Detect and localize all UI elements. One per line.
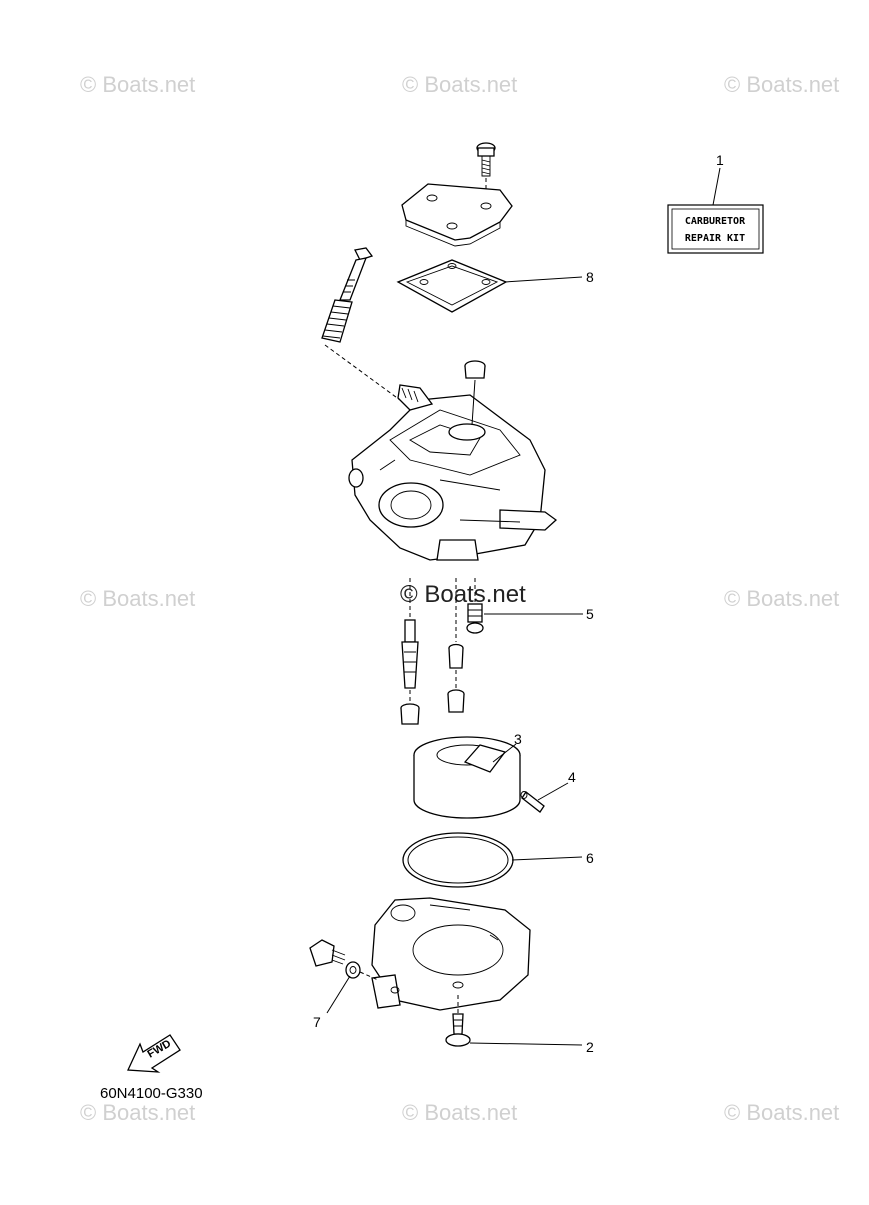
callout-6: 6 bbox=[586, 850, 594, 866]
part-1-repair-kit[interactable]: CARBURETOR REPAIR KIT bbox=[667, 167, 764, 254]
watermark-mid-right: © Boats.net bbox=[724, 586, 839, 611]
watermark-top-left: © Boats.net bbox=[80, 72, 195, 97]
callout-2: 2 bbox=[586, 1039, 594, 1055]
fwd-arrow-icon: FWD bbox=[127, 1034, 181, 1073]
part-7-drain-screw[interactable] bbox=[309, 939, 379, 1014]
repair-kit-line1: CARBURETOR bbox=[685, 216, 746, 227]
watermark-bottom-left: © Boats.net bbox=[80, 1100, 195, 1125]
part-6-o-ring[interactable] bbox=[402, 832, 583, 888]
part-3-float[interactable] bbox=[413, 736, 521, 819]
callout-numbers: 1 8 5 3 4 6 7 2 bbox=[313, 152, 724, 1055]
watermarks: © Boats.net © Boats.net © Boats.net © Bo… bbox=[80, 72, 839, 1125]
callout-3: 3 bbox=[514, 731, 522, 747]
mixture-screw bbox=[321, 247, 401, 401]
watermark-bottom-center: © Boats.net bbox=[402, 1100, 517, 1125]
watermark-bottom-right: © Boats.net bbox=[724, 1100, 839, 1125]
part-5-main-jet[interactable] bbox=[466, 603, 583, 634]
pilot-jet bbox=[447, 643, 465, 713]
part-4-float-pin[interactable] bbox=[520, 782, 569, 813]
part-8-gasket[interactable] bbox=[396, 259, 583, 313]
part-2-chamber-screw[interactable] bbox=[445, 995, 583, 1047]
plug bbox=[464, 360, 486, 426]
callout-1: 1 bbox=[716, 152, 724, 168]
watermark-top-right: © Boats.net bbox=[724, 72, 839, 97]
diagram-code: 60N4100-G330 bbox=[100, 1085, 203, 1102]
carburetor-body bbox=[348, 384, 558, 561]
callout-8: 8 bbox=[586, 269, 594, 285]
alignment-lines bbox=[409, 578, 476, 642]
main-nozzle bbox=[400, 619, 420, 725]
watermark-center: © Boats.net bbox=[400, 581, 526, 608]
repair-kit-line2: REPAIR KIT bbox=[685, 233, 745, 244]
callout-5: 5 bbox=[586, 606, 594, 622]
callout-7: 7 bbox=[313, 1014, 321, 1030]
cover-plate bbox=[401, 183, 513, 247]
float-chamber bbox=[371, 897, 531, 1011]
watermark-top-center: © Boats.net bbox=[402, 72, 517, 97]
watermark-mid-left: © Boats.net bbox=[80, 586, 195, 611]
callout-4: 4 bbox=[568, 769, 576, 785]
